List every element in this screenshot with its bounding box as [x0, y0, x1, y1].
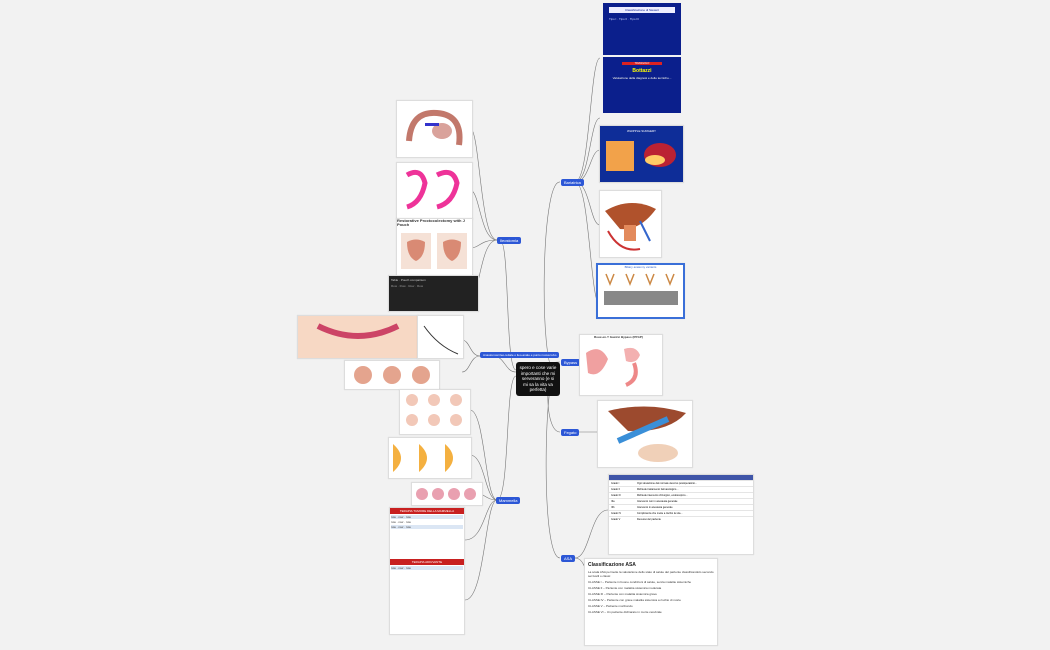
anal-surgery-card[interactable] [297, 315, 419, 359]
asa-line: CLASSE V – Paziente moribondo [588, 604, 633, 608]
central-topic[interactable]: spero e cose varie importanti che mi ser… [516, 362, 560, 396]
lavage-illustration [608, 406, 686, 462]
node-bypass[interactable]: Bypass [561, 359, 581, 366]
breast-strip-card[interactable] [411, 482, 483, 506]
whipple-title: WHIPPLE SURGERY [626, 129, 657, 133]
breast-grid-illustration [406, 394, 462, 426]
asa-title: Classificazione ASA [588, 562, 636, 568]
sketch-illustration [423, 325, 459, 355]
node-anastomosi[interactable]: Anastomosi ileo-rettale o ileo-anale e p… [480, 352, 560, 358]
node-ileostomia[interactable]: Ileostomia [497, 237, 522, 244]
j-pouch-illustration [401, 233, 467, 269]
liver-illustration [605, 202, 656, 251]
asa-line: CLASSE II – Paziente con malattia sistem… [588, 586, 662, 590]
bypass-title: Roux-en-Y Gastric Bypass (RYGP) [594, 335, 643, 339]
liver-lavage-card[interactable] [597, 400, 693, 468]
hemorrhoid-card[interactable] [344, 360, 440, 390]
adjuvant-table-title: TERAPIA ADIUVANTE [390, 559, 464, 565]
sketch-card[interactable] [417, 315, 464, 359]
whipple-card[interactable]: WHIPPLE SURGERY [599, 125, 684, 183]
bypass-card[interactable]: Roux-en-Y Gastric Bypass (RYGP) [579, 334, 663, 396]
biliary-card[interactable]: Biliary anatomy variants [596, 263, 685, 319]
asa-line: CLASSE IV – Paziente con grave malattia … [588, 598, 681, 602]
breast-grid-card[interactable] [399, 389, 471, 435]
breast-strip-illustration [416, 488, 476, 500]
asa-line: CLASSE III – Paziente con malattia siste… [588, 592, 657, 596]
asa-line: CLASSE I – Paziente in buone condizioni … [588, 580, 692, 584]
breast-section-card[interactable] [388, 437, 472, 479]
node-bariatrica[interactable]: Bariatrica [561, 179, 584, 186]
biliary-diagrams [604, 273, 678, 305]
breast-therapy-table[interactable]: TERAPIA TUMORE DELLA MAMMELLA row · row … [389, 507, 465, 635]
anal-surgery-illustration [298, 316, 418, 358]
colon-illustration [406, 109, 463, 146]
asa-card[interactable]: Classificazione ASA La scala ASA permett… [584, 558, 718, 646]
bottazzi-card[interactable]: TRIANGOLO Bottazzi Valutazione della dia… [603, 57, 681, 113]
asa-intro: La scala ASA permette la valutazione del… [588, 570, 714, 578]
siewert-title: Classificazione di Siewert [609, 7, 675, 13]
bottazzi-title: Bottazzi [632, 68, 652, 74]
stomach-colon-illustration [405, 169, 460, 210]
node-asa[interactable]: ASA [561, 555, 576, 562]
node-mammella[interactable]: Mammella [496, 497, 521, 504]
siewert-card[interactable]: Classificazione di Siewert Tipo I · Tipo… [603, 3, 681, 55]
node-fegato[interactable]: Fegato [561, 429, 580, 436]
asa-line: CLASSE VI – Un paziente dichiarato in mo… [588, 610, 662, 614]
therapy-table-title: TERAPIA TUMORE DELLA MAMMELLA [390, 508, 464, 514]
colon-anatomy-card[interactable] [396, 100, 473, 158]
j-pouch-title: Restorative Proctocolectomy with J Pouch [397, 218, 465, 227]
hemorrhoid-illustration [354, 366, 430, 384]
whipple-illustration [606, 141, 676, 171]
bypass-illustration [586, 347, 640, 387]
dark-table-card[interactable]: Table · Pouch comparison Row · Row · Row… [388, 275, 479, 312]
breast-section-illustration [393, 444, 453, 472]
liver-anatomy-card[interactable] [599, 190, 662, 258]
j-pouch-card[interactable]: Restorative Proctocolectomy with J Pouch [396, 218, 473, 276]
stomach-colon-card[interactable] [396, 162, 473, 220]
